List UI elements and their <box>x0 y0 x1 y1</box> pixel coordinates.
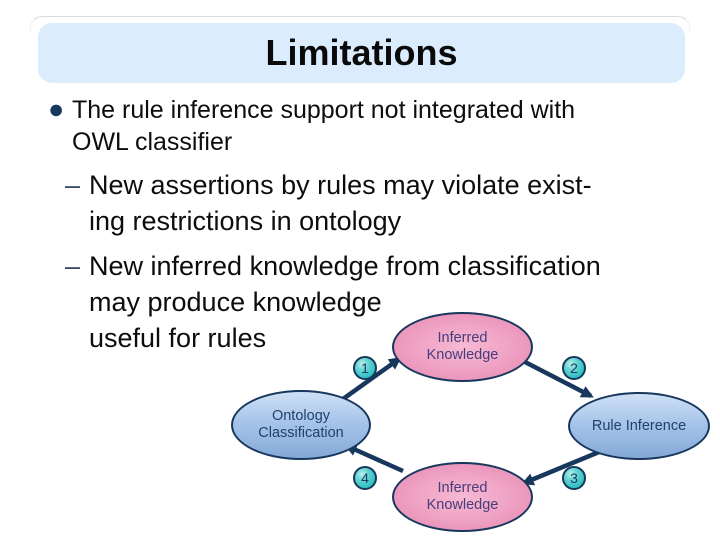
node-label: Inferred <box>437 480 488 496</box>
node-inferred-knowledge-bottom: Inferred Knowledge <box>392 462 533 532</box>
title-bar: Limitations <box>38 23 685 83</box>
bullet-sub1-line-2: ing restrictions in ontology <box>89 206 402 236</box>
bullet-main-line-2: OWL classifier <box>72 128 233 156</box>
node-rule-inference: Rule Inference <box>568 392 710 460</box>
arrow-left-to-top <box>341 357 402 401</box>
node-label: Rule Inference <box>591 417 687 434</box>
node-label: Classification <box>258 425 344 441</box>
arrow-right-to-bottom <box>521 449 600 486</box>
arrow-bottom-to-left <box>344 443 404 474</box>
step-badge-4: 4 <box>353 466 377 490</box>
node-inferred-knowledge-top: Inferred Knowledge <box>392 312 533 382</box>
bullet-sub2-line-1: New inferred knowledge from classificati… <box>89 251 601 281</box>
bullet-sub1-line-1: New assertions by rules may violate exis… <box>89 170 592 200</box>
bullet-sub2-line-2: may produce knowledge <box>89 287 382 317</box>
bullet-sub2-line-3: useful for rules <box>89 323 267 353</box>
node-ontology-classification: Ontology Classification <box>231 390 371 460</box>
step-badge-3: 3 <box>562 466 586 490</box>
node-label: Inferred <box>437 330 488 346</box>
node-label: Ontology <box>271 408 331 424</box>
bullet-dash-icon: – <box>65 170 81 200</box>
bullet-dot-icon: ● <box>48 94 65 124</box>
node-label: Knowledge <box>426 497 499 513</box>
step-badge-2: 2 <box>562 356 586 380</box>
step-badge-1: 1 <box>353 356 377 380</box>
slide-title: Limitations <box>265 32 458 73</box>
bullet-dash-icon: – <box>65 251 81 281</box>
bullet-main-line-1: The rule inference support not integrate… <box>72 96 576 124</box>
arrow-top-to-right <box>523 359 594 399</box>
node-label: Knowledge <box>426 347 499 363</box>
